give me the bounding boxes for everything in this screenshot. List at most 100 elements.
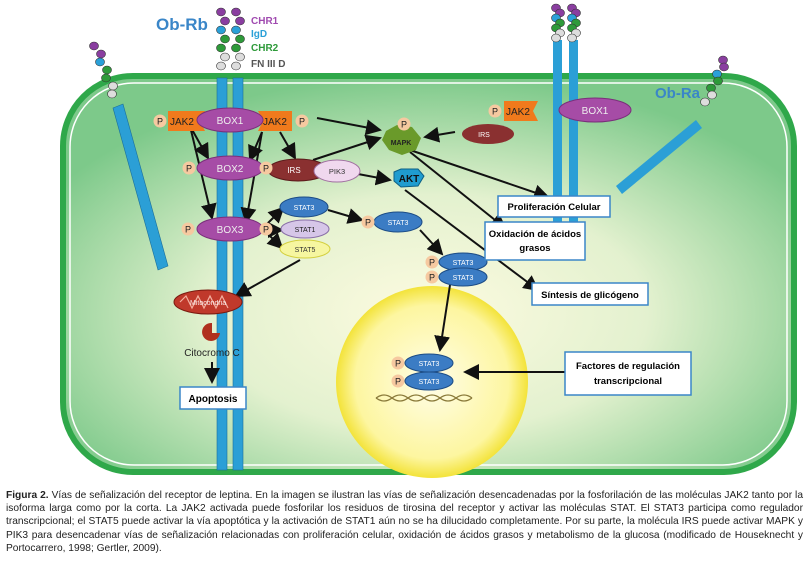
svg-text:STAT3: STAT3 bbox=[419, 379, 440, 386]
cytochrome-c: Citocromo C bbox=[184, 322, 240, 359]
svg-text:Apoptosis: Apoptosis bbox=[189, 394, 238, 405]
svg-text:Síntesis de glicógeno: Síntesis de glicógeno bbox=[541, 290, 639, 301]
left-receptor-domain-chain bbox=[89, 41, 118, 99]
ob-ra-receptor bbox=[553, 40, 578, 260]
transcription-factors-box: Factores de regulación transcripcional bbox=[564, 351, 692, 396]
phosphate: P bbox=[182, 161, 196, 175]
phosphate: P bbox=[295, 114, 309, 128]
jak2-right: JAK2 bbox=[258, 111, 292, 131]
stat3-phosphorylated: STAT3 bbox=[373, 211, 423, 233]
svg-text:PIK3: PIK3 bbox=[329, 167, 345, 176]
svg-text:IRS: IRS bbox=[478, 132, 490, 139]
ob-rb-domain-chain bbox=[231, 7, 245, 71]
stat3: STAT3 bbox=[279, 196, 329, 218]
stat5: STAT5 bbox=[279, 239, 331, 259]
svg-text:IRS: IRS bbox=[287, 166, 300, 175]
caption-text: Vías de señalización del receptor de lep… bbox=[6, 490, 803, 554]
box3: BOX3 bbox=[196, 216, 264, 242]
jak2-ob-ra: JAK2 bbox=[504, 101, 538, 121]
leptin-signaling-diagram: Ob-Rb Ob-Ra CHR1 IgD CHR2 FN III D JAK2 … bbox=[60, 3, 797, 478]
right-receptor-domain-chain bbox=[700, 55, 729, 107]
svg-text:BOX2: BOX2 bbox=[217, 164, 244, 175]
svg-text:P: P bbox=[365, 218, 371, 228]
svg-text:STAT3: STAT3 bbox=[419, 361, 440, 368]
svg-text:STAT3: STAT3 bbox=[453, 275, 474, 282]
stat1: STAT1 bbox=[280, 219, 330, 239]
box2: BOX2 bbox=[196, 155, 264, 181]
jak2-left: JAK2 bbox=[168, 111, 205, 131]
svg-text:P: P bbox=[185, 225, 191, 235]
svg-text:Citocromo C: Citocromo C bbox=[184, 348, 240, 359]
svg-text:P: P bbox=[186, 164, 192, 174]
svg-text:P: P bbox=[401, 120, 407, 130]
svg-text:P: P bbox=[429, 273, 435, 283]
svg-text:JAK2: JAK2 bbox=[170, 117, 194, 128]
ob-rb-domain-chain bbox=[216, 7, 230, 71]
right-receptor bbox=[616, 120, 702, 194]
irs-ob-ra: IRS bbox=[462, 124, 514, 144]
svg-text:AKT: AKT bbox=[399, 174, 420, 185]
glycogen-synthesis-box: Síntesis de glicógeno bbox=[531, 282, 649, 306]
domain-chr2: CHR2 bbox=[251, 43, 279, 54]
ob-ra-domain-chain bbox=[567, 3, 581, 43]
svg-text:BOX1: BOX1 bbox=[582, 106, 609, 117]
mapk: MAPK bbox=[382, 125, 421, 155]
svg-text:STAT5: STAT5 bbox=[295, 247, 316, 254]
svg-text:Proliferación Celular: Proliferación Celular bbox=[508, 202, 601, 213]
stat3-dimer: STAT3 STAT3 bbox=[438, 252, 488, 287]
svg-text:P: P bbox=[263, 225, 269, 235]
apoptosis-box: Apoptosis bbox=[179, 386, 247, 410]
phosphate: P bbox=[425, 255, 439, 269]
svg-text:JAK2: JAK2 bbox=[263, 117, 287, 128]
akt: AKT bbox=[393, 168, 425, 188]
svg-text:MAPK: MAPK bbox=[391, 140, 412, 147]
svg-text:BOX1: BOX1 bbox=[217, 116, 244, 127]
phosphate: P bbox=[181, 222, 195, 236]
svg-text:BOX3: BOX3 bbox=[217, 225, 244, 236]
phosphate: P bbox=[488, 104, 502, 118]
stat3-dimer-nucleus: STAT3 STAT3 bbox=[404, 353, 454, 391]
proliferation-box: Proliferación Celular bbox=[497, 195, 611, 218]
phosphate: P bbox=[153, 114, 167, 128]
ob-rb-receptor bbox=[216, 77, 244, 471]
phosphate: P bbox=[259, 161, 273, 175]
svg-text:P: P bbox=[263, 164, 269, 174]
svg-text:P: P bbox=[299, 117, 305, 127]
dna-icon bbox=[375, 394, 473, 402]
svg-text:JAK2: JAK2 bbox=[506, 107, 530, 118]
mitochondria: Mitocondria bbox=[173, 289, 243, 315]
svg-text:STAT3: STAT3 bbox=[294, 205, 315, 212]
phosphate: P bbox=[361, 215, 375, 229]
svg-text:P: P bbox=[395, 377, 401, 387]
svg-text:STAT3: STAT3 bbox=[453, 260, 474, 267]
domain-chr1: CHR1 bbox=[251, 16, 279, 27]
phosphate: P bbox=[425, 270, 439, 284]
ob-ra-label: Ob-Ra bbox=[655, 85, 701, 102]
svg-text:STAT3: STAT3 bbox=[388, 220, 409, 227]
left-receptor bbox=[112, 103, 169, 271]
signaling-arrows bbox=[189, 117, 565, 384]
domain-igd: IgD bbox=[251, 29, 267, 40]
svg-text:Factores de regulación: Factores de regulación bbox=[576, 361, 680, 372]
phosphate: P bbox=[391, 356, 405, 370]
svg-text:P: P bbox=[492, 107, 498, 117]
figure-caption: Figura 2. Vías de señalización del recep… bbox=[6, 489, 803, 555]
phosphate: P bbox=[259, 222, 273, 236]
svg-text:P: P bbox=[395, 359, 401, 369]
svg-text:STAT1: STAT1 bbox=[295, 227, 316, 234]
ob-rb-label: Ob-Rb bbox=[156, 15, 208, 34]
phosphate: P bbox=[397, 117, 411, 131]
svg-text:Mitocondria: Mitocondria bbox=[190, 300, 226, 307]
pik3: PIK3 bbox=[313, 159, 361, 183]
domain-fn3d: FN III D bbox=[251, 59, 285, 70]
caption-label: Figura 2. bbox=[6, 490, 49, 501]
svg-text:grasos: grasos bbox=[519, 243, 550, 254]
svg-text:P: P bbox=[157, 117, 163, 127]
box1: BOX1 bbox=[196, 107, 264, 133]
svg-text:transcripcional: transcripcional bbox=[594, 376, 662, 387]
svg-text:P: P bbox=[429, 258, 435, 268]
box1-ob-ra: BOX1 bbox=[558, 97, 632, 123]
